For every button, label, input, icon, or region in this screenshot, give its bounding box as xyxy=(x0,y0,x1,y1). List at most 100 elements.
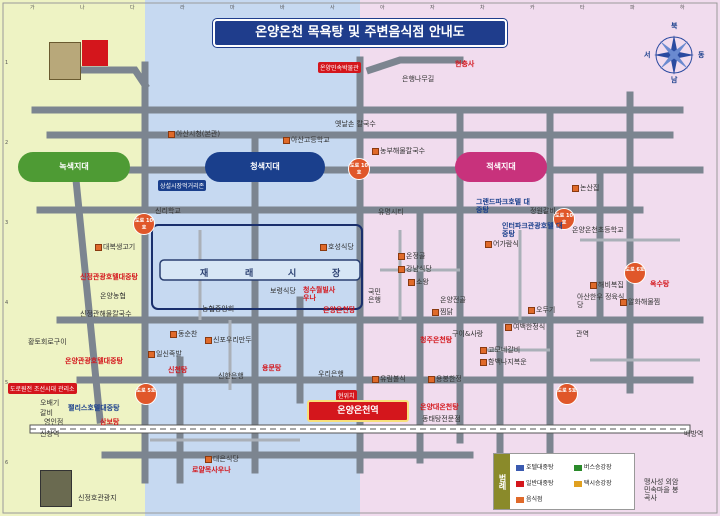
market-banner xyxy=(159,259,361,281)
onyang-daeon-bath: 온양대온천탕 xyxy=(420,403,459,411)
gwanyeok: 관역 xyxy=(576,330,589,338)
boryeong-restaurant: 보령식당 xyxy=(270,287,296,295)
nonghyup-central: 농협중앙회 xyxy=(202,305,235,313)
red-zone-pill: 적색지대 xyxy=(455,152,547,182)
grid-col-label: 나 xyxy=(80,5,85,11)
alhwa-haemul: 알화해물찜 xyxy=(620,298,660,306)
compass-west: 서 xyxy=(644,51,651,59)
grid-col-label: 아 xyxy=(380,5,385,11)
green-zone-pill: 녹색지대 xyxy=(18,152,130,182)
compass-rose-icon xyxy=(654,35,694,75)
grid-col-label: 가 xyxy=(30,5,35,11)
map-legend: 범례 호텔대중탕 버스승강장 일반대중탕 택시승강장 음식점 xyxy=(493,453,635,510)
eogaram: 어가람식 xyxy=(485,240,519,248)
legend-restaurant: 음식점 xyxy=(516,494,543,503)
hambaek: 함백나지복운 xyxy=(480,358,527,366)
nonsanjip: 논산집 xyxy=(572,184,599,192)
sinpo-woori-mandu: 신포우리만두 xyxy=(205,336,252,344)
grid-col-label: 차 xyxy=(480,5,485,11)
current-location-tag: 현위치 xyxy=(336,390,357,401)
haebit-bokjip: 해비복집 xyxy=(590,281,624,289)
yongmun-bath: 용문탕 xyxy=(262,364,282,372)
legend-bus-stop: 버스승강장 xyxy=(574,462,612,471)
monument-sign xyxy=(82,40,108,66)
onjeong-gol: 온정골 xyxy=(398,252,425,260)
compass-south: 남 xyxy=(671,76,678,84)
road-marker-10a: 도로 10호 xyxy=(133,213,155,235)
dongtae-restaurant: 동태탕전문점 xyxy=(422,415,461,423)
grid-col-label: 다 xyxy=(130,5,135,11)
asan-high-school: 아산고등학교 xyxy=(283,136,330,144)
jjimdak: 찜닭 xyxy=(432,308,453,316)
onyang-nonghyup: 온양농협 xyxy=(100,292,126,300)
compass-east: 동 xyxy=(698,51,705,59)
road-marker-5b: 도로 5호 xyxy=(556,383,578,405)
daeeun-restaurant: 대은식당 xyxy=(205,455,239,463)
hwangto-guei: 황토회로구이 xyxy=(28,338,67,346)
ohdugi: 오두기 xyxy=(528,306,555,314)
woori-bank: 우리은행 xyxy=(318,370,344,378)
yeobaek-hanjeongsik: 여백한정식 xyxy=(505,323,545,331)
oksu-bath: 옥수탕 xyxy=(650,280,670,288)
obaeki: 오배기 xyxy=(40,399,60,407)
grid-row-label: 1 xyxy=(5,60,9,66)
sinhan-bank: 신한은행 xyxy=(218,372,244,380)
yumyeong-city: 유명시티 xyxy=(378,208,404,216)
onyang-oncheon-school: 온양온천초등학교 xyxy=(572,226,624,234)
grid-col-label: 타 xyxy=(580,5,585,11)
onyang-jeonggol: 온양전골 xyxy=(440,296,466,304)
grand-park-hotel: 그랜드파크호텔 대중탕 xyxy=(476,198,530,214)
grid-col-label: 마 xyxy=(230,5,235,11)
grid-col-label: 파 xyxy=(630,5,635,11)
intel-park-hotel: 인터파크관광호텔 대중탕 xyxy=(502,222,563,238)
market-char-2: 래 xyxy=(245,269,254,279)
road-marker-10b: 도로 10호 xyxy=(348,158,370,180)
road-marker-10c: 도로 10호 xyxy=(553,208,575,230)
sincheon-bath: 신천탕 xyxy=(168,366,188,374)
monument-illustration xyxy=(49,42,81,80)
road-marker-5a: 도로 5호 xyxy=(135,383,157,405)
palace-hotel-bath: 팰리스호텔대중탕 xyxy=(68,404,120,412)
dongsun-chan: 동순찬 xyxy=(170,330,197,338)
sinchang-direction: 신창역 xyxy=(40,430,60,438)
gangnam-restaurant: 강남식당 xyxy=(398,265,432,273)
onyang-oncheon-bath: 온양온천탕 xyxy=(323,306,356,314)
grid-col-label: 하 xyxy=(680,5,685,11)
market-char-1: 재 xyxy=(200,269,209,279)
grid-col-label: 카 xyxy=(530,5,535,11)
statue-illustration xyxy=(40,470,72,507)
market-char-4: 장 xyxy=(332,269,341,279)
sinjeong-park: 신정호관광지 xyxy=(78,494,117,502)
hoseong-restaurant: 호성식당 xyxy=(320,243,354,251)
market-frame xyxy=(151,224,363,310)
legend-hotel-bath: 호텔대중탕 xyxy=(516,462,554,471)
grid-col-label: 바 xyxy=(280,5,285,11)
legend-taxi-stand: 택시승강장 xyxy=(574,478,612,487)
market-char-3: 시 xyxy=(288,269,297,279)
grid-col-label: 사 xyxy=(330,5,335,11)
ilsin-jokbal: 일신족발 xyxy=(148,350,182,358)
blue-zone-pill: 청색지대 xyxy=(205,152,325,182)
doro-wonjeon: 도로원전 조선시대 관리소 xyxy=(8,383,77,394)
daebok-gogi: 대복생고기 xyxy=(95,243,135,251)
onyang-oncheon-station: 온양온천역 xyxy=(307,400,409,422)
yurim-bulsik: 유림불식 xyxy=(372,375,406,383)
grid-col-label: 자 xyxy=(430,5,435,11)
baebang-direction: 배방역 xyxy=(684,430,704,438)
cheongsu-sauna: 청수월빌사우나 xyxy=(303,286,336,302)
galbi: 갈비 xyxy=(40,409,53,417)
map-title: 온양온천 목욕탕 및 주변음식점 안내도 xyxy=(213,19,507,47)
sinjeong-hotel-bath: 신정관광호텔대중탕 xyxy=(80,273,138,281)
sowang: 소왕 xyxy=(408,278,429,286)
sinjeong-hoet: 신정관해물칼국수 xyxy=(80,310,132,318)
yongbong-hanjeong: 용봉한정 xyxy=(428,375,462,383)
grid-row-label: 4 xyxy=(5,300,9,306)
road-network xyxy=(31,56,704,484)
road-marker-6: 도로 6호 xyxy=(624,262,646,284)
sambo-bath: 삼보탕 xyxy=(100,418,120,426)
grid-row-label: 5 xyxy=(5,380,9,386)
onyang-grand-hotel-bath: 온양관광호텔대중탕 xyxy=(65,357,123,365)
legend-head: 범례 xyxy=(494,454,510,509)
